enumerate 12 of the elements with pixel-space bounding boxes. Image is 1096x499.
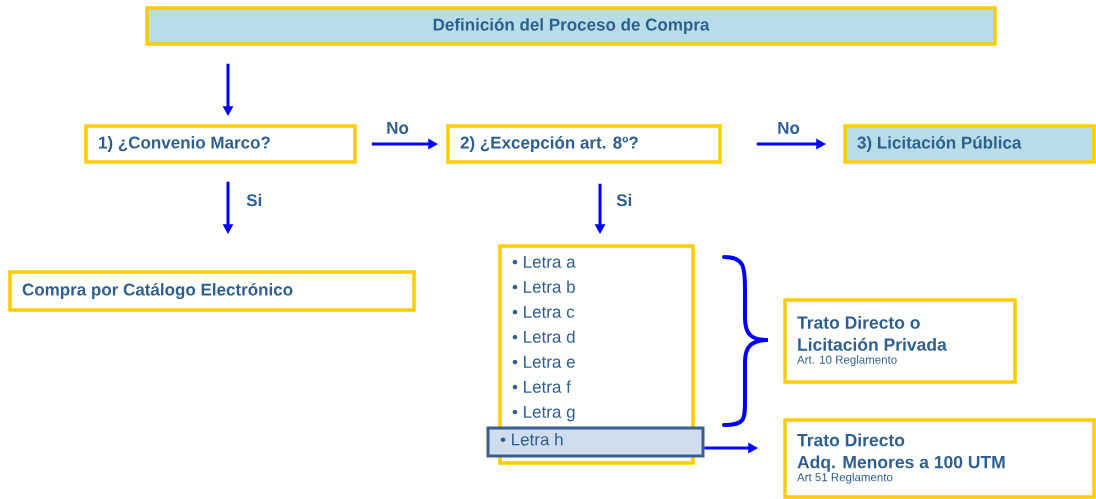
edge-label: Si [615,192,634,208]
edge-label: Si [245,192,264,208]
title-box: 3) Licitación Pública [843,124,1096,164]
process-box: Compra por Catálogo Electrónico [8,270,416,312]
process-box: Trato Directo o Licitación Privada Art. 10 Reglamento [783,298,1017,384]
process-box: 2) ¿Excepción art. 8º? [446,124,722,164]
process-box: 1) ¿Convenio Marco? [84,124,357,164]
edge-label: No [385,121,410,135]
title-box: Definición del Proceso de Compra [145,6,997,46]
edge-label: No [776,121,801,135]
process-box: Trato Directo Adq. Menores a 100 UTM Art 51 Reglamento [783,418,1096,499]
highlight-box: • Letra h [486,426,705,458]
